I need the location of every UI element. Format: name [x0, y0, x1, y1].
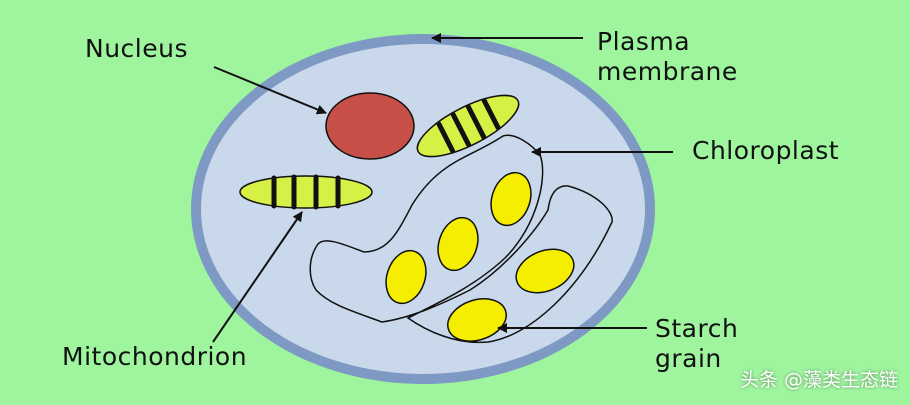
label-starch-line2: grain [655, 344, 722, 373]
label-mitochondrion: Mitochondrion [62, 342, 248, 371]
label-plasma-line2: membrane [597, 57, 738, 86]
watermark: 头条 @藻类生态链 [739, 369, 898, 391]
starch-grain [385, 249, 427, 305]
starch-grain [490, 171, 532, 227]
starch-grains [385, 171, 575, 342]
starch-grain [447, 298, 507, 342]
label-plasma-membrane: Plasma membrane [597, 27, 738, 87]
label-plasma-line1: Plasma [597, 27, 691, 56]
starch-grain [515, 248, 575, 294]
mitochondrion-lower [239, 174, 373, 210]
label-starch-line1: Starch [655, 314, 739, 343]
label-nucleus: Nucleus [85, 34, 188, 63]
plasma-membrane [191, 34, 655, 384]
nucleus [325, 92, 415, 160]
label-starch-grain: Starch grain [655, 314, 738, 374]
mitochondrion-upper [416, 94, 520, 158]
arrow-nucleus [213, 66, 327, 115]
starch-grain [437, 216, 479, 272]
label-chloroplast: Chloroplast [692, 136, 840, 165]
chloroplast-outline [309, 134, 613, 344]
arrow-mitochondrion [212, 211, 303, 343]
